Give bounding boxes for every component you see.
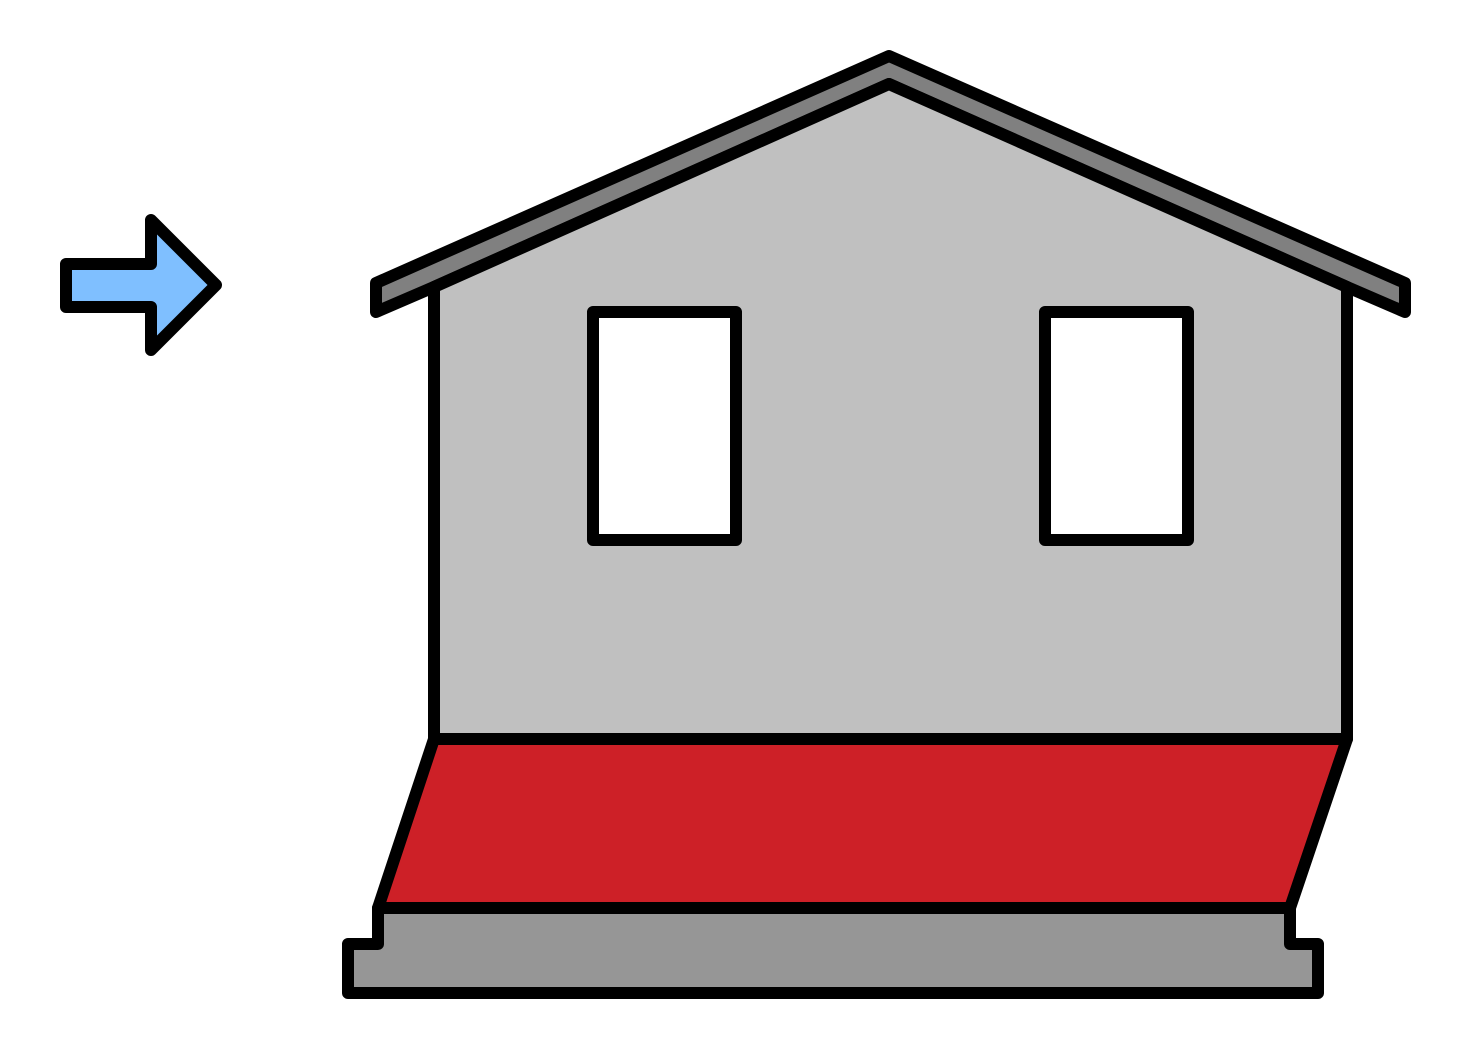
building-wall <box>428 78 1353 745</box>
foundation <box>342 902 1324 999</box>
window-right <box>1039 306 1194 546</box>
window-left <box>587 306 742 546</box>
weak-storey <box>372 733 1353 914</box>
right-arrow-icon <box>60 214 222 356</box>
